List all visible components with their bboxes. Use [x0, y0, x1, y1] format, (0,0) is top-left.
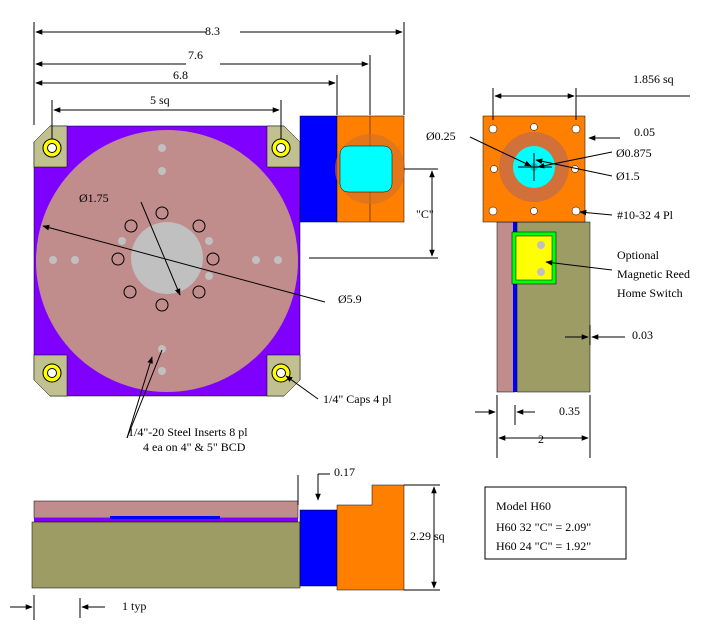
model-title: Model H60: [496, 499, 551, 513]
dim-1-75: Ø1.75: [79, 191, 109, 205]
dim-6-8: 6.8: [173, 68, 188, 82]
model-box: Model H60 H60 32 "C" = 2.09" H60 24 "C" …: [484, 486, 627, 560]
motor-screw-holes: [488, 123, 581, 216]
inserts-4in-bcd: [49, 144, 282, 375]
dim-0-35: 0.35: [559, 404, 580, 418]
center-bore: [131, 222, 203, 294]
inner-bolt-holes: [111, 206, 220, 312]
model-line-2: H60 24 "C" = 1.92": [496, 539, 591, 553]
cap: [42, 138, 62, 158]
dim-2-29-sq: 2.29 sq: [410, 529, 445, 543]
dim-0-875: Ø0.875: [616, 146, 652, 160]
cap: [271, 363, 291, 383]
right-view: [482, 115, 591, 393]
bottom-view: [31, 484, 405, 591]
dim-0-03: 0.03: [632, 328, 653, 342]
dim-5-9: Ø5.9: [338, 292, 362, 306]
dimensions: [10, 22, 690, 620]
dim-1-5: Ø1.5: [616, 169, 640, 183]
note-reed-2: Magnetic Reed: [617, 267, 690, 281]
dim-7-6: 7.6: [188, 48, 203, 62]
dim-1-856-sq: 1.856 sq: [633, 72, 674, 86]
front-view: [33, 125, 301, 397]
model-line-1: H60 32 "C" = 2.09": [496, 520, 591, 534]
labels: 8.3 7.6 6.8 5 sq 1.856 sq Ø0.25 Ø0.875 Ø…: [79, 24, 690, 613]
cap: [271, 138, 291, 158]
dim-8-3: 8.3: [205, 24, 220, 38]
dim-0-25: Ø0.25: [426, 129, 456, 143]
dim-5-sq: 5 sq: [150, 93, 170, 107]
dim-0-17: 0.17: [334, 465, 355, 479]
note-reed-1: Optional: [617, 248, 660, 262]
dim-c: "C": [416, 207, 434, 221]
cap: [42, 363, 62, 383]
note-caps: 1/4" Caps 4 pl: [323, 392, 392, 406]
motor-side-view: [299, 115, 405, 223]
dim-2: 2: [538, 432, 544, 446]
note-screw: #10-32 4 Pl: [617, 208, 674, 222]
note-reed-3: Home Switch: [617, 286, 683, 300]
note-inserts-2: 4 ea on 4" & 5" BCD: [143, 440, 246, 454]
note-inserts-1: 1/4"-20 Steel Inserts 8 pl: [128, 425, 248, 439]
dim-0-05: 0.05: [634, 125, 655, 139]
dim-1-typ: 1 typ: [122, 599, 146, 613]
